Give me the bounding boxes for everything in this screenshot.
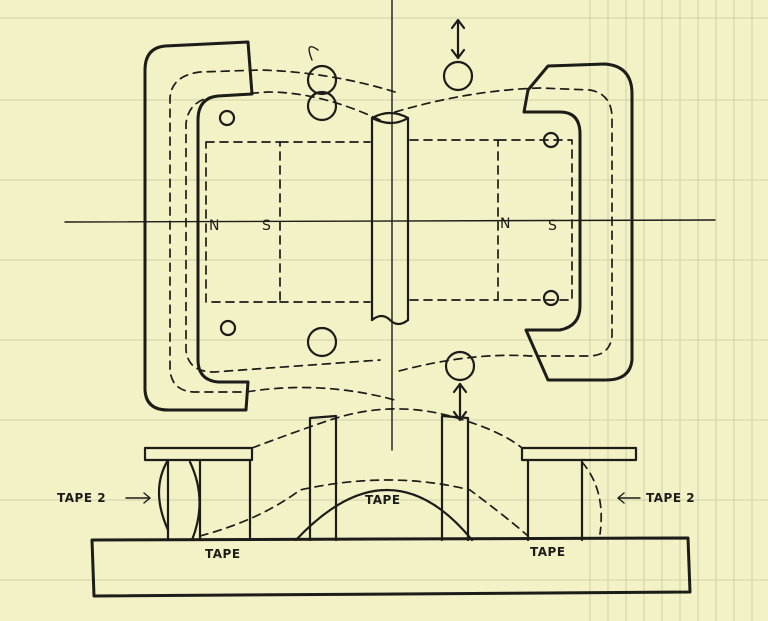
tape-2-right-label: TAPE 2: [646, 491, 695, 505]
elevation-view: [90, 408, 692, 598]
right-top-plate: [520, 446, 638, 462]
lower-right-roller: [444, 350, 476, 382]
center-shaft: [370, 111, 410, 326]
left-tape-2-wrap: [158, 458, 201, 542]
horizontal-center-line: [64, 219, 716, 223]
left-lower-bolt-hole: [219, 319, 237, 337]
tape-bottom-left-label: TAPE: [205, 547, 241, 561]
right-magnet: [394, 62, 634, 382]
elevation-flux-path: [251, 408, 523, 449]
tape-2-right-arrow-icon: [617, 492, 641, 504]
right-pole-connector: [409, 139, 499, 301]
right-magnet-s-label: S: [548, 218, 557, 234]
tape-2-left-label: TAPE 2: [57, 491, 106, 505]
upper-left-roller-pair: [306, 46, 338, 122]
lower-adjust-arrow-icon: [452, 382, 468, 422]
left-pole-piece: [205, 141, 281, 303]
base-plate: [90, 536, 692, 598]
left-magnet-inner-flux: [185, 91, 381, 373]
right-pole-piece: [497, 139, 573, 301]
left-center-post: [308, 414, 338, 542]
right-tape-2-wrap: [581, 461, 603, 535]
left-upper-bolt-hole: [218, 109, 236, 127]
upper-right-roller: [442, 60, 474, 92]
right-magnet-flux-path: [394, 87, 613, 373]
left-magnet-outer-outline: [143, 40, 254, 412]
left-magnet-flux-path: [169, 69, 396, 401]
center-tape-arch: [294, 488, 474, 542]
right-lower-bolt-hole: [542, 289, 560, 307]
elevation-flux-lower: [199, 479, 529, 537]
tape-center-label: TAPE: [365, 493, 401, 507]
left-pole-connector: [279, 141, 371, 303]
upper-adjust-arrow-icon: [450, 18, 466, 60]
lower-left-roller: [306, 326, 338, 358]
right-magnet-n-label: N: [500, 216, 510, 232]
tape-bottom-right-label: TAPE: [530, 545, 566, 559]
right-block: [526, 458, 584, 542]
left-magnet-n-label: N: [209, 218, 219, 234]
left-top-plate: [143, 446, 254, 462]
tape-2-left-arrow-icon: [125, 492, 151, 504]
right-magnet-outer-outline: [522, 62, 634, 382]
left-magnet-s-label: S: [262, 218, 271, 234]
